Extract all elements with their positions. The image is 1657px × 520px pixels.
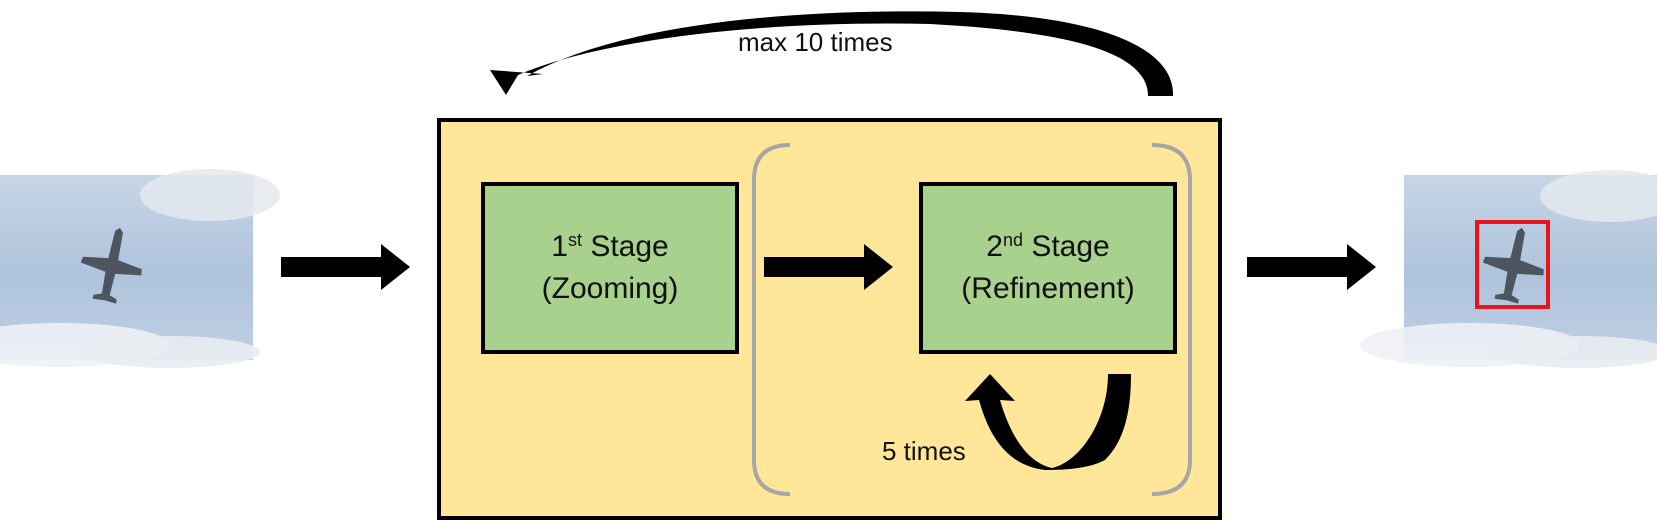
stage-1-box: 1st Stage (Zooming) [481, 182, 739, 354]
stage-2-title: 2nd Stage [986, 230, 1110, 263]
output-image [1360, 170, 1657, 368]
bracket-right [1151, 143, 1192, 496]
inner-loop-label: 5 times [882, 436, 966, 466]
stage-2-subtitle: (Refinement) [961, 272, 1135, 305]
stage-1-subtitle: (Zooming) [541, 272, 679, 305]
arrow-right-icon [281, 244, 410, 290]
detection-box [1475, 220, 1550, 309]
arrow-right-icon [1247, 244, 1376, 290]
bracket-left [752, 143, 791, 496]
outer-loop-label: max 10 times [738, 27, 893, 57]
loop-arrow-inner-icon [965, 374, 1131, 470]
loop-arrow-outer-icon [490, 11, 1174, 96]
stage-2-box: 2nd Stage (Refinement) [919, 182, 1177, 354]
input-image [0, 169, 280, 368]
arrow-right-icon [764, 244, 893, 290]
stage-1-title: 1st Stage [551, 230, 669, 263]
